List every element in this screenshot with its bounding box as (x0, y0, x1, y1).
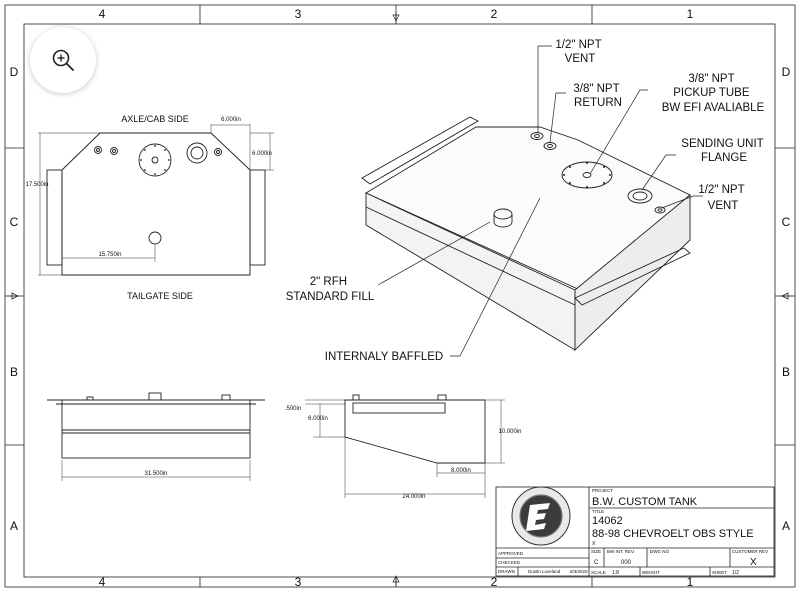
callout-pickup-line3: BW EFI AVALIABLE (662, 102, 765, 114)
title-block: PROJECT B.W. CUSTOM TANK TITLE 14062 88-… (495, 486, 775, 577)
fill-neck-top (148, 231, 162, 245)
callout-return-line1: 3/8" NPT (573, 83, 619, 95)
approved-caption: APPROVED (498, 551, 524, 556)
callout-labels: 1/2" NPT VENT 3/8" NPT RETURN 3/8" NPT P… (286, 39, 766, 363)
callout-vent-2-line1: 1/2" NPT (698, 184, 744, 196)
checked-caption: CHECKED (498, 560, 521, 565)
callout-return-line2: RETURN (574, 97, 622, 109)
sheet-caption: SHEET (712, 570, 727, 575)
drawn-by: Dustin Loveland (528, 569, 561, 574)
drawing-border (4, 4, 796, 588)
svg-text:3/8" NPT PICKUP TUBE: 3/8" NPT PICKUP TUBE BW EFI AVALIABLE (662, 73, 765, 114)
zone-col-bottom-4: 1 (687, 575, 694, 589)
zone-row-right-3: B (782, 365, 790, 379)
dim-front-length: 31.500in (144, 471, 167, 477)
drawing-title: 88-98 CHEVROELT OBS STYLE (592, 528, 754, 540)
callout-baffled: INTERNALY BAFFLED (325, 351, 443, 363)
dim-side-depth: 24.000in (402, 494, 425, 500)
customer-rev-value: X (750, 557, 757, 568)
axle-cab-side-label: AXLE/CAB SIDE (121, 114, 189, 124)
zone-row-left-2: C (10, 215, 19, 229)
svg-text:1/2" NPT VENT: 1/2" NPT VENT (555, 39, 604, 65)
drawn-caption: DRAWN (498, 569, 515, 574)
dim-corner-depth: 6.000in (252, 151, 272, 157)
customer-rev-caption: CUSTOMER REV (732, 549, 768, 554)
scale-value: 1:8 (612, 570, 619, 576)
callout-vent-2-line2: VENT (708, 200, 739, 212)
dim-side-bottom: 8.000in (451, 468, 471, 474)
dim-side-lip: .500in (285, 406, 301, 412)
front-view (47, 392, 265, 481)
dim-side-height: 10.000in (498, 429, 521, 435)
company-logo (511, 486, 571, 546)
callout-fill-line2: STANDARD FILL (286, 291, 375, 303)
dwg-no-caption: DWG NO (650, 549, 669, 554)
weight-caption: WEIGHT (642, 570, 660, 575)
svg-text:2" RFH STANDARD FILL: 2" RFH STANDARD FILL (286, 276, 375, 303)
isometric-view (361, 116, 691, 352)
callout-pickup-line2: PICKUP TUBE (673, 87, 750, 99)
callout-vent-1-line2: VENT (565, 53, 596, 65)
dim-fill-offset: 15.750in (98, 252, 121, 258)
size-value: C (594, 560, 599, 566)
project-caption: PROJECT (592, 488, 613, 493)
bw-int-rev-caption: BW INT. REV. (607, 549, 635, 554)
part-number: 14062 (592, 515, 623, 527)
zone-row-left-4: A (10, 519, 18, 533)
callout-sending-line1: SENDING UNIT (681, 138, 763, 150)
zone-col-top-2: 3 (295, 7, 302, 21)
zone-row-right-2: C (782, 215, 791, 229)
callout-fill-line1: 2" RFH (310, 276, 347, 288)
center-marks (8, 12, 792, 586)
callout-leaders (377, 45, 703, 357)
size-caption: SIZE (591, 549, 601, 554)
zoom-in-icon (52, 49, 74, 71)
zone-col-top-4: 1 (687, 7, 694, 21)
svg-text:3/8" NPT RETURN: 3/8" NPT RETURN (573, 83, 622, 109)
zone-row-left-3: B (10, 365, 18, 379)
title-caption: TITLE (592, 509, 604, 514)
zone-col-top-1: 4 (99, 7, 106, 21)
project-name: B.W. CUSTOM TANK (592, 496, 698, 508)
callout-vent-1-line1: 1/2" NPT (555, 39, 601, 51)
bw-int-rev-value: 000 (621, 560, 632, 566)
zone-col-bottom-1: 4 (99, 575, 106, 589)
sheet-value: 1/2 (732, 570, 739, 576)
zone-row-right-1: D (782, 65, 791, 79)
drawn-date: 8/3/2020 (570, 569, 588, 574)
zone-col-bottom-3: 2 (491, 575, 498, 589)
side-view (305, 394, 505, 498)
tailgate-side-label: TAILGATE SIDE (127, 291, 193, 301)
dim-top-width: 6.000in (221, 117, 241, 123)
title-x-mark: X (592, 541, 596, 547)
sending-flange-bolts (563, 162, 611, 188)
top-view: AXLE/CAB SIDE (25, 114, 274, 301)
zoom-in-button[interactable] (30, 27, 96, 93)
zone-labels: 4 3 2 1 4 3 2 1 D C B A D C B A (10, 7, 791, 589)
top-view-outline (61, 132, 251, 276)
zone-row-right-4: A (782, 519, 790, 533)
zone-col-bottom-2: 3 (295, 575, 302, 589)
callout-pickup-line1: 3/8" NPT (688, 73, 734, 85)
callout-sending-line2: FLANGE (701, 152, 747, 164)
zone-row-left-1: D (10, 65, 19, 79)
dim-side-step: 6.000in (308, 416, 328, 422)
svg-text:1/2" NPT VENT: 1/2" NPT VENT (698, 184, 747, 212)
scale-caption: SCALE (591, 570, 606, 575)
svg-text:SENDING UNIT FLANGE: SENDING UNIT FLANGE (681, 138, 766, 164)
dim-overall-height: 17.500in (25, 182, 48, 188)
zone-col-top-3: 2 (491, 7, 498, 21)
